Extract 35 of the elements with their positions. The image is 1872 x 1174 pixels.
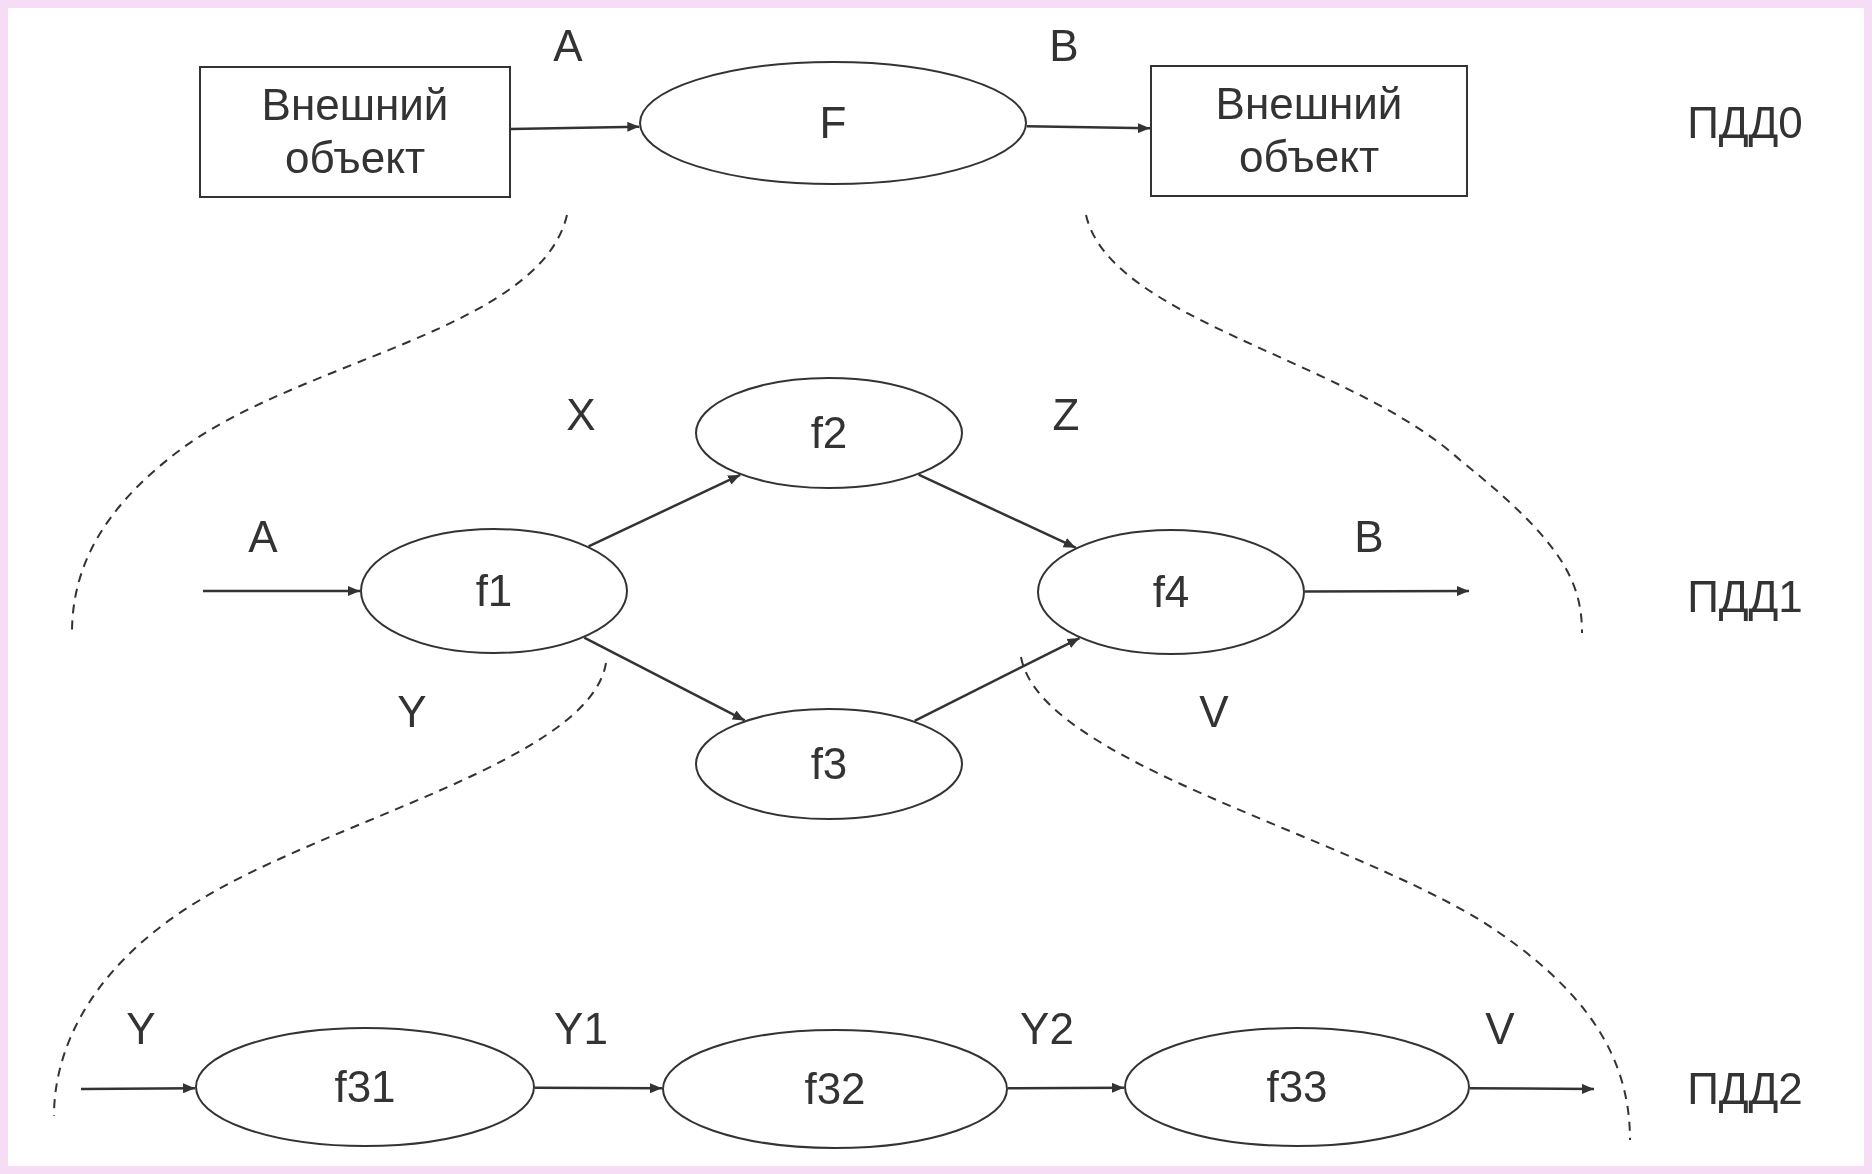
arrow <box>535 1083 662 1094</box>
node-label: f3 <box>810 737 848 790</box>
arrow <box>81 1083 196 1094</box>
level-label: ПДД0 <box>1687 98 1803 148</box>
arrow <box>1026 123 1151 134</box>
arrow <box>203 586 360 596</box>
node-label: f31 <box>334 1060 396 1113</box>
arrow <box>583 636 746 722</box>
arrow <box>510 121 640 132</box>
process-ellipse <box>695 377 963 489</box>
process-ellipse <box>639 61 1027 185</box>
level-label: ПДД1 <box>1687 572 1803 622</box>
process-ellipse <box>1037 529 1305 655</box>
process-ellipse <box>662 1029 1008 1149</box>
node-label: f32 <box>804 1062 866 1115</box>
level-label: ПДД2 <box>1687 1064 1803 1114</box>
arrow <box>1008 1082 1124 1093</box>
arrow <box>588 473 741 548</box>
process-ellipse <box>695 708 963 820</box>
process-box <box>1150 65 1468 197</box>
node-label: F <box>819 96 847 149</box>
process-ellipse <box>1124 1027 1470 1147</box>
node-label: f33 <box>1266 1060 1328 1113</box>
node-label: Внешний объект <box>1214 78 1404 183</box>
process-box <box>199 66 511 198</box>
node-label: Внешний объект <box>260 79 450 184</box>
arrow <box>914 636 1081 723</box>
node-label: f4 <box>1152 565 1190 618</box>
arrow <box>918 473 1077 549</box>
arrow <box>1469 1083 1594 1094</box>
process-ellipse <box>360 528 628 654</box>
process-ellipse <box>195 1027 535 1147</box>
node-label: f2 <box>810 406 848 459</box>
node-label: f1 <box>475 564 513 617</box>
arrow <box>1305 586 1469 597</box>
